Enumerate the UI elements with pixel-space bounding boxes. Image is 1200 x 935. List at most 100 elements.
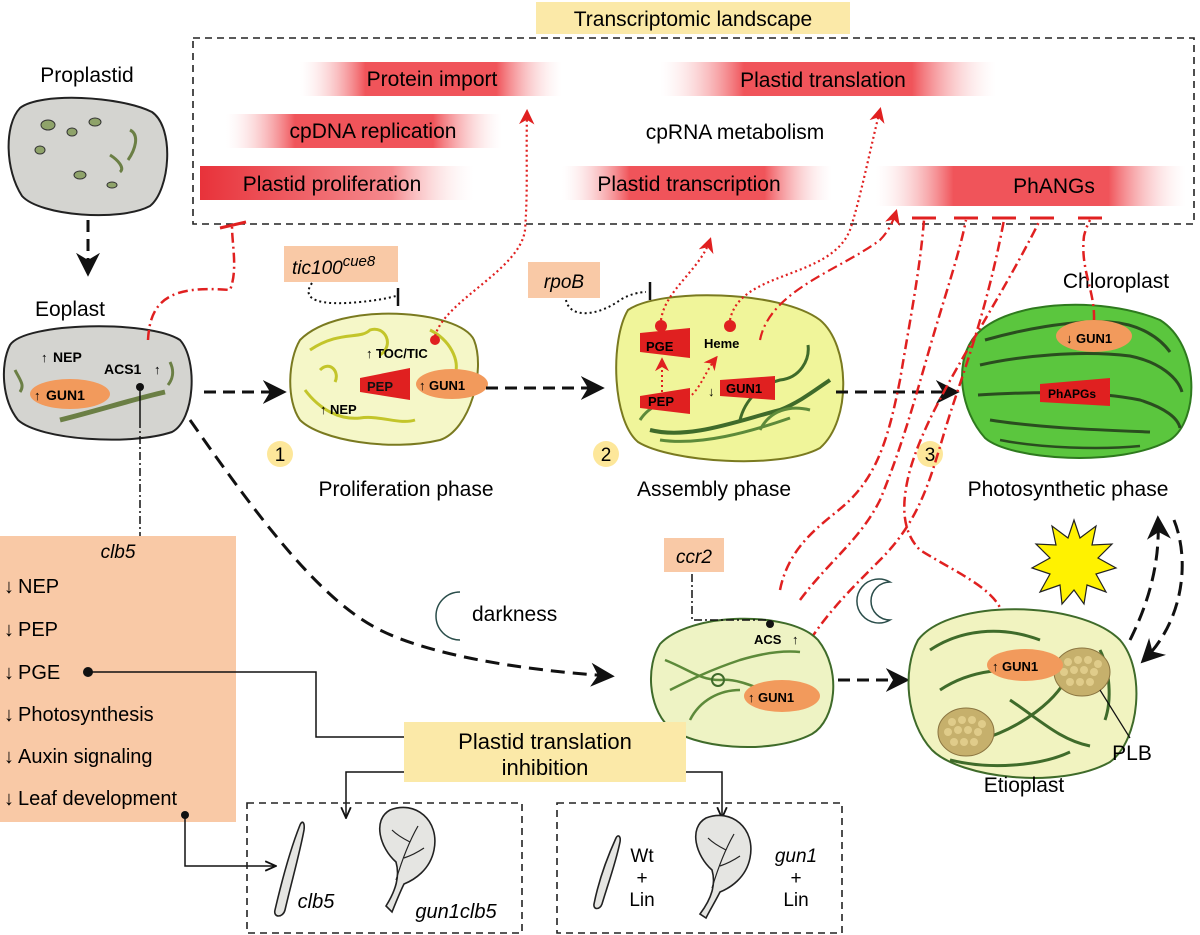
arrow-etioplast-chloroplast — [1128, 515, 1171, 641]
panel-right — [556, 802, 843, 934]
dark-acs: ACS — [754, 632, 782, 647]
bar-phangs — [876, 166, 1186, 206]
ccr2-box — [664, 538, 724, 572]
clb5-item-down-arrow: ↓ — [4, 746, 14, 768]
darkness-label: darkness — [472, 603, 557, 626]
label-eoplast: Eoplast — [35, 298, 105, 321]
phase1-up-arrow-toc: ↑ — [366, 346, 373, 361]
inhibit-eoplast-proliferation — [146, 225, 236, 341]
label-wt: Wt — [630, 846, 654, 867]
tic100-label: tic100cue8 — [292, 253, 376, 279]
tic100-sup: cue8 — [343, 253, 376, 270]
phase2-heme-dot — [724, 320, 736, 332]
phase2-pep: PEP — [648, 394, 674, 409]
label-plb: PLB — [1112, 742, 1152, 765]
landscape-box — [192, 37, 1195, 225]
phase1-number: 1 — [275, 445, 286, 466]
bar-cpdna-replication — [226, 114, 502, 148]
phase1-up-arrow-nep: ↑ — [320, 402, 327, 417]
phase1-label: Proliferation phase — [318, 478, 493, 501]
phase2-label: Assembly phase — [637, 478, 791, 501]
phase3-number: 3 — [925, 445, 936, 466]
inhibit-dark-phangs-2 — [799, 219, 968, 601]
phase2-heme: Heme — [704, 336, 739, 351]
phase2-gun1: GUN1 — [726, 381, 762, 396]
clb5-seedling-icon — [273, 821, 305, 917]
gun1clb5-leaf-icon — [379, 806, 436, 914]
chloroplast-gun1-ellipse — [1056, 320, 1132, 352]
clb5-item: PEP — [18, 619, 58, 641]
label-proplastid: Proplastid — [40, 64, 133, 87]
arrow-phase2-transcription — [659, 237, 714, 321]
phase1-pep-shape — [360, 368, 410, 400]
tic100-box — [284, 246, 398, 282]
phase1-pep: PEP — [367, 379, 393, 394]
label-plastid-proliferation: Plastid proliferation — [243, 173, 422, 196]
arrow-phase2-phangs — [758, 209, 900, 341]
label-gun1clb5: gun1clb5 — [415, 901, 497, 923]
clb5-item-down-arrow: ↓ — [4, 662, 14, 684]
tic100-inhibit-line — [307, 282, 397, 305]
ccr2-line — [691, 574, 768, 621]
phase1-gun1: GUN1 — [429, 378, 465, 393]
phase2-number-badge — [593, 441, 619, 467]
eoplast-up-arrow-gun1: ↑ — [34, 388, 41, 403]
label-protein-import: Protein import — [367, 68, 498, 91]
leaf-dev-link — [184, 815, 276, 866]
phase1-up-arrow-gun1: ↑ — [419, 378, 426, 393]
dark-up-arrow-gun1: ↑ — [748, 690, 755, 705]
pge-inhibition-link — [88, 671, 404, 738]
phase1-gun1-ellipse — [416, 369, 488, 399]
etioplast-gun1: GUN1 — [1002, 659, 1038, 674]
proplastid-shape — [7, 96, 169, 217]
eoplast-up-arrow-acs1: ↑ — [154, 362, 161, 377]
tic100-base: tic100 — [292, 258, 343, 279]
etioplast-gun1-ellipse — [987, 649, 1063, 681]
chloroplast-phapgs: PhAPGs — [1048, 387, 1096, 401]
phase3-label: Photosynthetic phase — [968, 478, 1169, 501]
label-gun1: gun1 — [775, 846, 817, 867]
label-cpdna-replication: cpDNA replication — [290, 120, 457, 143]
label-lin-2: Lin — [783, 890, 808, 911]
phase1-import-dot — [430, 335, 440, 345]
arrow-chloroplast-etioplast — [1140, 519, 1184, 664]
clb5-item-down-arrow: ↓ — [4, 704, 14, 726]
gun1-leaf-icon — [695, 814, 752, 920]
chloroplast-phapgs-shape — [1040, 378, 1110, 406]
clb5-list: ↓NEP ↓PEP ↓PGE ↓Photosynthesis ↓Auxin si… — [4, 576, 177, 810]
arrow-eoplast-darkness — [188, 419, 615, 687]
etioplast-up-arrow-gun1: ↑ — [992, 659, 999, 674]
dark-gun1: GUN1 — [758, 690, 794, 705]
inhibition-right-link — [686, 771, 722, 818]
phase2-number: 2 — [601, 445, 612, 466]
label-chloroplast: Chloroplast — [1063, 270, 1169, 293]
chloroplast-gun1: GUN1 — [1076, 331, 1112, 346]
label-cprna-metabolism: cpRNA metabolism — [646, 121, 825, 144]
inhibit-bar-eoplast — [219, 220, 247, 230]
phase1-number-badge — [267, 441, 293, 467]
phase2-pge-shape — [640, 328, 690, 358]
clb5-item-down-arrow: ↓ — [4, 576, 14, 598]
eoplast-shape — [2, 325, 193, 441]
phase2-down-arrow-gun1: ↓ — [708, 384, 715, 399]
dark-acs-dot — [766, 620, 774, 628]
eoplast-acs1: ACS1 — [104, 361, 142, 377]
eoplast-nep: NEP — [53, 349, 82, 365]
moon-icon-2 — [856, 578, 893, 624]
inhibition-box — [404, 722, 686, 782]
inhibit-dark-phangs-1 — [778, 219, 926, 591]
ccr2-label: ccr2 — [676, 547, 712, 568]
label-plastid-transcription: Plastid transcription — [597, 173, 780, 196]
label-etioplast: Etioplast — [984, 774, 1065, 797]
label-plastid-translation: Plastid translation — [740, 69, 906, 92]
arrow-phase2-translation — [728, 107, 885, 321]
clb5-box — [0, 536, 236, 822]
landscape-title-box — [536, 2, 850, 34]
eoplast-up-arrow-nep: ↑ — [41, 350, 48, 365]
chloroplast-down-arrow-gun1: ↓ — [1066, 331, 1073, 346]
clb5-item: Photosynthesis — [18, 704, 154, 726]
clb5-item-down-arrow: ↓ — [4, 619, 14, 641]
phase2-gun1-shape — [720, 376, 775, 400]
inhibit-chloroplast-phangs — [1082, 219, 1096, 321]
